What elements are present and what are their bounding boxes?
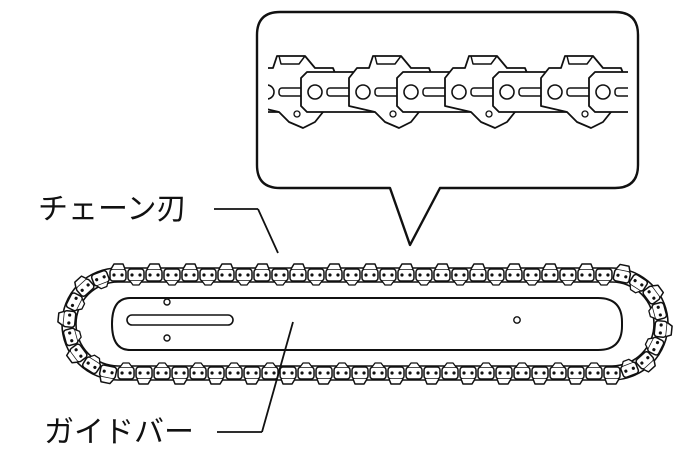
- chain-link: [642, 284, 665, 305]
- chain-link: [595, 268, 613, 286]
- chain-link: [531, 366, 549, 385]
- chain-link: [163, 268, 181, 286]
- chain-link: [523, 268, 541, 286]
- chain-link: [549, 362, 567, 380]
- chain-link: [181, 263, 199, 282]
- chain-link: [379, 268, 397, 286]
- chain-link: [279, 366, 297, 385]
- chain-link: [387, 366, 405, 385]
- chain-link: [325, 263, 343, 282]
- chain-link: [361, 263, 379, 282]
- chain-link: [433, 263, 451, 282]
- chain-link: [620, 358, 640, 379]
- chain-link: [217, 263, 235, 282]
- chain-link: [109, 263, 127, 282]
- chain-link: [207, 366, 225, 385]
- chain-link: [612, 263, 632, 284]
- guide-bar-slot: [126, 314, 234, 326]
- bar-hole: [163, 298, 171, 306]
- chain-link: [57, 310, 77, 329]
- chain-link: [74, 275, 95, 297]
- chain-link: [243, 366, 261, 385]
- chain-link: [405, 362, 423, 380]
- chain-link: [415, 268, 433, 286]
- chain-link: [271, 268, 289, 286]
- chain-link-detail: [588, 71, 628, 113]
- chain-link: [343, 268, 361, 286]
- chain-link: [225, 362, 243, 380]
- chain-link: [145, 263, 163, 282]
- chain-link: [307, 268, 325, 286]
- chain-link: [397, 263, 415, 282]
- chain-link: [235, 268, 253, 286]
- chain-link: [289, 263, 307, 282]
- chain-link: [648, 301, 668, 321]
- chain-link: [635, 351, 656, 373]
- chain-link: [153, 362, 171, 380]
- chain-link: [495, 366, 513, 385]
- chain-link: [127, 268, 145, 286]
- chain-link: [567, 366, 585, 385]
- chain-link: [351, 366, 369, 385]
- chain-link: [505, 263, 523, 282]
- chain-link: [261, 362, 279, 380]
- chain-link: [628, 273, 649, 294]
- zoom-callout-bubble: [255, 10, 640, 247]
- chain-link: [62, 327, 82, 347]
- chain-link: [469, 263, 487, 282]
- chain-leader-line-2: [257, 208, 279, 254]
- chain-link: [541, 263, 559, 282]
- chain-link: [459, 366, 477, 385]
- chain-detail-closeup: [268, 55, 628, 129]
- chain-link: [253, 263, 271, 282]
- chain-label: チェーン刃: [38, 192, 187, 227]
- guide-bar: [110, 297, 623, 351]
- chain-link: [98, 364, 118, 385]
- chain-loop: [57, 263, 673, 385]
- chain-link: [513, 362, 531, 380]
- chain-link: [117, 362, 135, 380]
- chain-link: [644, 336, 665, 356]
- chain-link: [199, 268, 217, 286]
- chain-link: [189, 362, 207, 380]
- chain-link: [90, 269, 110, 290]
- chain-link: [297, 362, 315, 380]
- chain-link: [135, 366, 153, 385]
- chain-link: [65, 343, 88, 364]
- bar-hole: [513, 316, 521, 324]
- chain-link: [81, 354, 102, 375]
- chain-link: [369, 362, 387, 380]
- chain-link: [423, 366, 441, 385]
- chain-link: [487, 268, 505, 286]
- bar-leader-line-2: [261, 321, 294, 433]
- chain-link: [577, 263, 595, 282]
- bar-label: ガイドバー: [44, 415, 194, 450]
- chain-link: [653, 319, 673, 338]
- chain-link: [65, 292, 86, 312]
- chain-link: [171, 366, 189, 385]
- chain-link: [333, 362, 351, 380]
- chain-link: [603, 366, 621, 385]
- chain-link: [477, 362, 495, 380]
- chain-link: [441, 362, 459, 380]
- chain-link: [451, 268, 469, 286]
- chain-link: [559, 268, 577, 286]
- chain-link: [585, 362, 603, 380]
- chain-link: [315, 366, 333, 385]
- bar-hole: [163, 334, 171, 342]
